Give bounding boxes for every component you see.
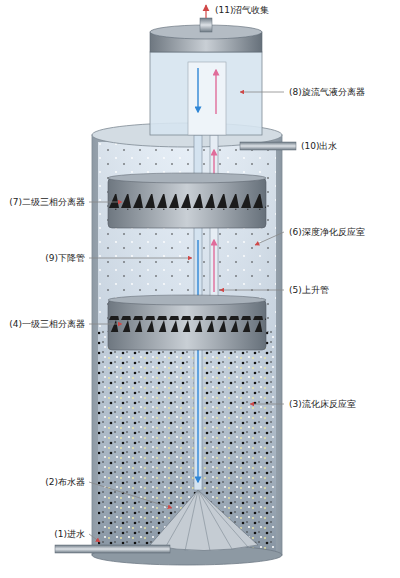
inlet-pipe — [55, 545, 170, 553]
flow-arrow — [213, 240, 214, 292]
gas-arrow — [205, 5, 206, 18]
flow-arrow — [197, 68, 198, 112]
flow-arrow — [197, 240, 198, 482]
sludge-granules — [98, 330, 276, 552]
callout-label: (6)深度净化反应室 — [288, 226, 366, 238]
leader-line — [89, 482, 172, 508]
leader-line — [240, 92, 284, 93]
water-distributor — [150, 490, 258, 551]
distributor-ribs — [165, 490, 248, 551]
callout-label: (2)布水器 — [44, 476, 86, 488]
separator-inner-pipe — [188, 62, 226, 135]
callout-label: (4)一级三相分离器 — [8, 318, 86, 330]
separator-primary — [108, 300, 266, 350]
reactor-water — [98, 142, 276, 552]
gas-pipe — [200, 18, 212, 32]
leader-line — [89, 324, 122, 325]
separator-teeth — [108, 316, 266, 332]
callout-label: (8)旋流气液分离器 — [288, 86, 366, 98]
callout-label: (7)二级三相分离器 — [8, 196, 86, 208]
gas-liquid-separator — [150, 52, 262, 135]
leader-line — [89, 534, 100, 542]
separator-secondary — [108, 178, 266, 228]
leader-line — [255, 232, 284, 245]
flow-arrow — [215, 70, 216, 114]
outlet-pipe — [240, 142, 296, 150]
callout-label: (9)下降管 — [44, 252, 86, 264]
separator-rim — [108, 295, 266, 305]
leader-line — [89, 202, 122, 203]
separator-rim — [108, 173, 266, 183]
callout-label: (3)流化床反应室 — [288, 398, 357, 410]
callout-label: (10)出水 — [300, 140, 338, 152]
separator-teeth — [108, 194, 266, 210]
callout-label: (5)上升管 — [288, 284, 330, 296]
callout-label: (11)沼气收集 — [214, 4, 270, 16]
callout-label: (1)进水 — [53, 528, 86, 540]
sludge-bed — [98, 330, 276, 552]
leader-line — [89, 258, 192, 259]
leader-line — [220, 290, 284, 291]
leader-line — [250, 404, 284, 405]
